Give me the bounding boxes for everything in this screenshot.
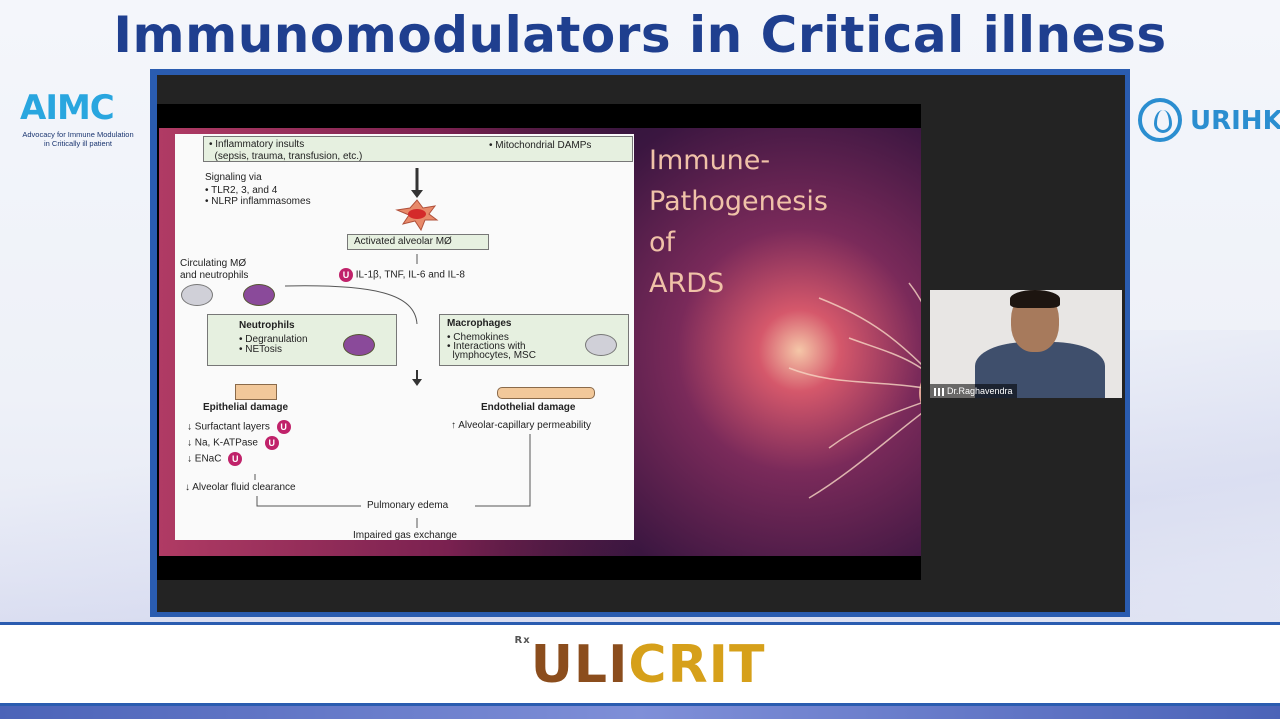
participant-hair: [1010, 290, 1060, 308]
aimc-logo-mark: AIMC: [20, 88, 115, 128]
cytokines-label: IL-1β, TNF, IL-6 and IL-8: [355, 269, 465, 281]
slide-heading-line: of: [649, 227, 676, 258]
endothelial-damage-label: Endothelial damage: [481, 402, 576, 413]
activation-burst-icon: [395, 168, 439, 232]
insults-text: • Inflammatory insults (sepsis, trauma, …: [209, 139, 363, 162]
brand-part-2: CRIT: [628, 635, 766, 695]
epithelial-damage-label: Epithelial damage: [203, 402, 289, 413]
signal-strength-icon: [934, 387, 944, 396]
participant-video-tile[interactable]: Dr.Raghavendra: [930, 290, 1122, 398]
urihk-logo-text: URIHK: [1190, 106, 1280, 136]
neutrophils-title: Neutrophils: [239, 320, 295, 331]
u-badge: U: [264, 436, 279, 450]
surfactant-label: ↓ Surfactant layers: [187, 421, 270, 433]
neutrophil-cell-icon: [343, 334, 375, 356]
activated-macrophage-label: Activated alveolar MØ: [354, 236, 452, 247]
aimc-logo-tagline: Advocacy for Immune Modulation in Critic…: [22, 130, 134, 148]
u-badge: U: [228, 452, 243, 466]
cytokines-line: U IL-1β, TNF, IL-6 and IL-8: [335, 268, 465, 282]
brand-part-1: ULI: [530, 635, 629, 695]
macrophages-item: lymphocytes, MSC: [447, 350, 536, 361]
page-title: Immunomodulators in Critical illness: [113, 6, 1167, 64]
circulating-cells-label: Circulating MØ and neutrophils: [180, 258, 249, 281]
na-k-line: ↓ Na, K-ATPase U: [187, 436, 279, 450]
slide-heading-line: ARDS: [649, 268, 725, 299]
slide-heading-line: Pathogenesis: [649, 186, 828, 217]
pulmonary-edema-label: Pulmonary edema: [367, 500, 449, 511]
urihk-drop-icon: [1138, 98, 1182, 142]
permeability-label: ↑ Alveolar-capillary permeability: [451, 420, 592, 431]
slide-heading: Immune- Pathogenesis of ARDS: [649, 140, 849, 304]
neutrophil-cell-icon: [243, 284, 275, 306]
signaling-item: • TLR2, 3, and 4: [205, 185, 278, 196]
insults-box: [203, 136, 633, 162]
participant-name: Dr.Raghavendra: [947, 386, 1013, 396]
macrophages-title: Macrophages: [447, 318, 512, 329]
activated-macrophage-box: Activated alveolar MØ: [347, 234, 489, 250]
rx-mark: Rx: [514, 635, 531, 646]
bottom-strip: [0, 706, 1280, 719]
mitochondrial-damps: • Mitochondrial DAMPs: [489, 140, 592, 151]
slide-heading-line: Immune-: [649, 145, 771, 176]
signaling-title: Signaling via: [205, 172, 262, 183]
sponsor-banner: RxULICRIT: [0, 622, 1280, 706]
down-arrow-icon: [412, 370, 422, 386]
u-badge: U: [276, 420, 291, 434]
epithelial-cells-icon: [235, 384, 277, 400]
enac-line: ↓ ENaC U: [187, 452, 243, 466]
urihk-logo: URIHK: [1138, 98, 1280, 148]
neutrophils-item: • Degranulation: [239, 334, 308, 345]
participant-name-tag: Dr.Raghavendra: [930, 384, 1017, 398]
sponsor-logo: RxULICRIT: [0, 635, 1280, 695]
virus-illustration: [788, 282, 921, 499]
aimc-logo: AIMC Advocacy for Immune Modulation in C…: [14, 88, 139, 158]
fluid-clearance-label: ↓ Alveolar fluid clearance: [185, 482, 296, 493]
ards-pathogenesis-diagram: • Inflammatory insults (sepsis, trauma, …: [175, 134, 634, 541]
macrophages-item: • Interactions with: [447, 341, 526, 352]
macrophages-item: • Chemokines: [447, 332, 509, 343]
signaling-item: • NLRP inflammasomes: [205, 196, 311, 207]
u-badge: U: [339, 268, 353, 282]
macrophage-cell-icon: [181, 284, 213, 306]
enac-label: ↓ ENaC: [187, 453, 222, 465]
surfactant-line: ↓ Surfactant layers U: [187, 420, 291, 434]
gas-exchange-label: Impaired gas exchange: [353, 530, 457, 541]
neutrophils-item: • NETosis: [239, 344, 282, 355]
endothelial-cells-icon: [497, 387, 595, 399]
macrophage-cell-icon: [585, 334, 617, 356]
na-k-label: ↓ Na, K-ATPase: [187, 437, 258, 449]
